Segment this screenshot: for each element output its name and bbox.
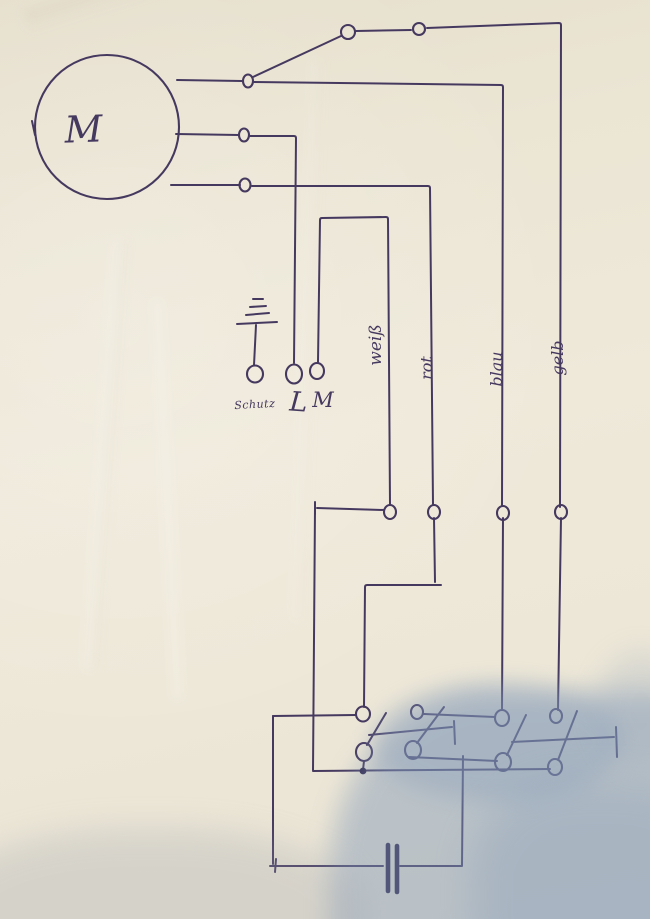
- wire-blau-label: blau: [487, 351, 506, 386]
- wire-diagonal-up: [252, 35, 342, 78]
- terminal-circle-middle: [237, 127, 251, 143]
- motor-edge-tick: [31, 120, 36, 136]
- ground-terminal-circle: [245, 364, 265, 384]
- lead-middle-segment: [175, 133, 240, 136]
- aux-terminal-circle: [308, 361, 326, 381]
- ground-stroke-3: [245, 312, 270, 316]
- switch-lever-1: [366, 712, 387, 746]
- switch-bar-endstop-2: [615, 726, 618, 758]
- wire-gelb: gelb: [426, 22, 567, 711]
- switch-bar-endstop-1: [453, 720, 456, 745]
- switch-contact-a3: [493, 708, 511, 728]
- switch-bank: [272, 703, 618, 777]
- lead-top-segment: [176, 79, 243, 82]
- switch-lever-2: [416, 706, 445, 744]
- wire-weiss-loop: [317, 216, 391, 505]
- junction-dot: [359, 767, 367, 775]
- switch-contact-b4: [546, 757, 564, 777]
- switch-coupling-bar-2: [511, 736, 615, 743]
- switch-contact-a4: [548, 707, 564, 725]
- capacitor-branch: [269, 715, 464, 895]
- supply-terminals: L M: [284, 361, 334, 419]
- wire-line-terminal: [249, 135, 297, 364]
- terminal-circle-top: [241, 73, 255, 89]
- connector-point-gelb: [553, 503, 569, 521]
- wire-rot: rot: [251, 185, 442, 708]
- wire-rot-jog: [363, 584, 442, 708]
- connector-point-rot: [426, 503, 442, 521]
- motor-body: [33, 53, 181, 201]
- switch-bottom-bus: [312, 768, 551, 772]
- switch-contact-b2: [403, 739, 423, 761]
- wire-gelb-label: gelb: [548, 340, 567, 375]
- switch-contact-a2: [409, 703, 425, 721]
- wire-rot-label: rot: [417, 356, 436, 380]
- terminal-circle-bottom: [238, 177, 252, 193]
- wire-l-run: [249, 135, 297, 364]
- wire-gelb-run: [426, 22, 562, 711]
- switch-lever-4: [557, 710, 578, 761]
- ground-stroke-2: [249, 305, 267, 308]
- wire-weiss-link: [316, 507, 385, 511]
- connector-circle-left: [339, 23, 357, 41]
- wire-weiss-label: weiß: [366, 324, 386, 365]
- contact-link-b2-b3: [408, 756, 498, 762]
- connector-circle-right: [411, 21, 427, 37]
- line-terminal-label: L: [288, 386, 309, 418]
- aux-terminal-label: M: [311, 388, 334, 412]
- switch-contact-b3: [493, 751, 513, 773]
- ground-stroke-wide: [236, 321, 278, 325]
- wire-weiss: weiß: [312, 216, 551, 772]
- connector-point-blau: [495, 504, 511, 522]
- connector-point-weiss: [382, 503, 398, 521]
- wire-blau-run: [253, 81, 504, 711]
- motor-symbol: M: [31, 53, 181, 201]
- line-terminal-circle: [284, 363, 304, 385]
- motor-label: M: [63, 107, 104, 151]
- wire-weiss-down: [312, 507, 316, 771]
- switch-coupling-bar-1: [368, 726, 453, 736]
- connector-link: [355, 29, 412, 32]
- contact-link-a2-a3: [423, 713, 496, 718]
- ground-branch: Schutz: [234, 298, 278, 412]
- motor-leads: [170, 73, 255, 193]
- wire-blau: blau: [253, 81, 506, 711]
- wire-rot-run: [251, 185, 436, 583]
- ground-lead: [253, 324, 257, 366]
- switch-left-feed: [272, 714, 357, 717]
- ground-label: Schutz: [234, 397, 276, 412]
- switch-contact-a1: [354, 705, 372, 723]
- cap-right-wire: [399, 755, 464, 867]
- switch-contact-b1: [354, 741, 374, 763]
- top-connector: [252, 21, 427, 78]
- connector-row: [382, 503, 569, 522]
- switch-lever-3: [506, 714, 527, 756]
